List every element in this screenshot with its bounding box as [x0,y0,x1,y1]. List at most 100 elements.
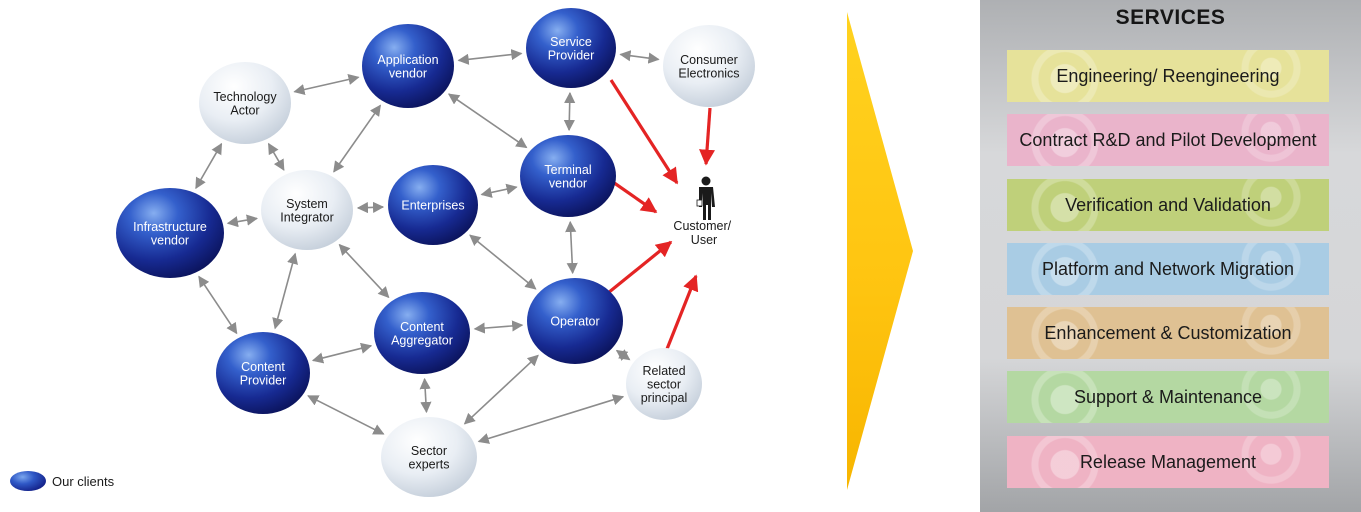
bidirectional-arrow [195,142,223,190]
bidirectional-arrow [563,91,576,132]
client-node-sphere [520,135,616,217]
legend: Our clients [10,471,114,491]
service-item: Contract R&D and Pilot Development [1007,114,1329,166]
bidirectional-arrow [307,395,385,435]
node-label-line: experts [409,457,450,471]
customer-label-line: Customer/ [673,219,731,233]
node-label-line: vendor [549,176,587,190]
service-item: Release Management [1007,436,1329,488]
node-label-line: Operator [550,315,599,329]
node-label-line: Service [550,35,592,49]
to-customer-arrow [699,107,716,166]
bidirectional-arrow [565,220,578,275]
customer-label-line: User [691,233,717,247]
legend-label: Our clients [52,473,115,489]
client-node-sphere [527,278,623,364]
bidirectional-arrow [473,320,524,334]
bidirectional-arrow [477,394,625,444]
node-label-line: Aggregator [391,333,453,347]
node-label-line: principal [641,391,688,405]
node-label-line: vendor [151,233,189,247]
node-label-line: Content [400,320,444,334]
bidirectional-arrow [480,183,518,198]
bidirectional-arrow [226,214,259,228]
bidirectional-arrow [457,49,523,65]
service-item: Enhancement & Customization [1007,307,1329,359]
node-label-line: System [286,197,328,211]
client-node-sphere [526,8,616,88]
node-label-line: Content [241,360,285,374]
partner-node-sphere [199,62,291,144]
to-customer-arrow [606,240,673,295]
person-icon [696,176,715,220]
partner-node-sphere [626,348,702,420]
chevron-right-icon [847,12,913,490]
client-node-sphere [116,188,224,278]
node-label-line: Consumer [680,53,738,67]
client-node-sphere [216,332,310,414]
client-node-sphere [362,24,454,108]
partner-node-sphere [381,417,477,497]
service-item: Engineering/ Reengineering [1007,50,1329,102]
node-label-line: Enterprises [401,199,464,213]
node-label-line: Provider [240,373,287,387]
bidirectional-arrow [447,93,528,149]
partner-node-sphere [663,25,755,107]
node-label-line: Provider [548,48,595,62]
bidirectional-arrow [333,104,381,173]
partner-node-sphere [261,170,353,250]
node-label-line: Terminal [544,163,591,177]
customer-user: Customer/ User [673,176,734,247]
node-label-line: Electronics [678,66,739,80]
node-label: Operator [550,315,599,329]
customer-user-label: Customer/ User [673,219,734,247]
node-label-line: Technology [213,90,277,104]
node-label: Enterprises [401,199,464,213]
to-customer-arrow [609,79,679,185]
bidirectional-arrow [267,142,285,171]
bidirectional-arrow [338,243,390,299]
node-label-line: Infrastructure [133,220,207,234]
node-label-line: vendor [389,66,427,80]
to-customer-arrow [665,274,699,350]
node-label-line: Sector [411,444,447,458]
service-item: Verification and Validation [1007,179,1329,231]
node-enterprises: Enterprises [388,165,478,245]
bidirectional-arrow [311,342,373,364]
to-customer-arrow [609,178,658,214]
bidirectional-arrow [272,252,298,330]
bidirectional-arrow [615,349,631,361]
bidirectional-arrow [198,275,238,335]
bidirectional-arrow [469,234,537,290]
node-label-line: sector [647,378,681,392]
service-item: Platform and Network Migration [1007,243,1329,295]
bidirectional-arrow [293,74,360,96]
node-label-line: Integrator [280,210,334,224]
bidirectional-arrow [419,377,432,414]
bidirectional-arrow [356,201,385,214]
node-label-line: Actor [230,103,259,117]
node-label-line: Related [642,364,685,378]
services-title: SERVICES [1115,6,1226,29]
